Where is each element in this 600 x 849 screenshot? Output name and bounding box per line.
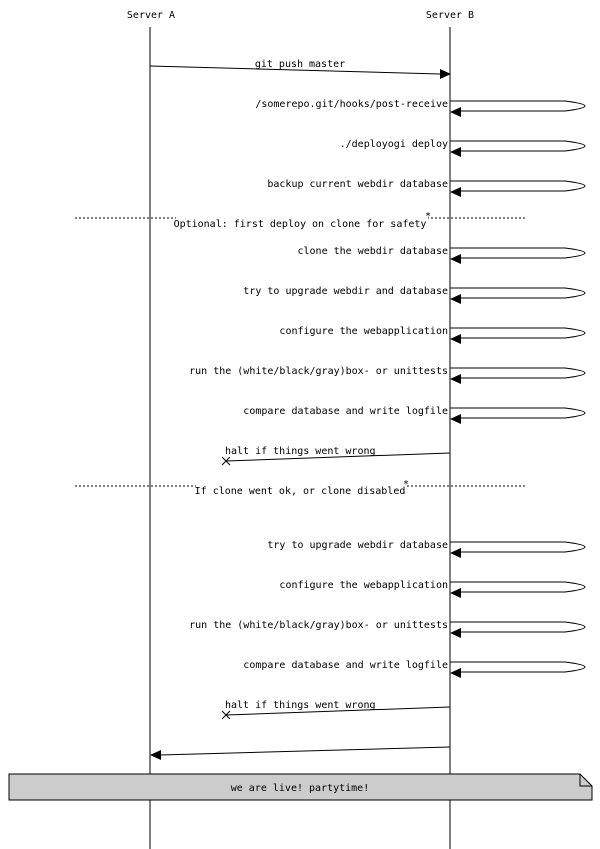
self-message-configure-live: configure the webapplication [279,580,586,598]
message-label: clone the webdir database [297,246,448,257]
note-live: we are live! partytime! [8,773,593,801]
separator-label: Optional: first deploy on clone for safe… [174,219,427,230]
separator-label: If clone went ok, or clone disabled [195,486,406,497]
message-label: backup current webdir database [267,179,448,190]
self-message-run-tests: run the (white/black/gray)box- or unitte… [189,366,586,384]
message-label: halt if things went wrong [225,446,376,457]
separator-optional-clone: Optional: first deploy on clone for safe… [75,211,525,230]
participant-server-a: Server A [127,10,175,21]
self-message-configure: configure the webapplication [279,326,586,344]
self-message-compare: compare database and write logfile [243,406,586,424]
message-label: configure the webapplication [279,326,448,337]
separator-marker: * [425,211,431,222]
self-message-upgrade-live: try to upgrade webdir database [267,540,586,558]
self-message-deploy: ./deployogi deploy [340,139,586,157]
message-git-push: git push master [149,59,451,79]
message-return [150,746,451,760]
message-label: compare database and write logfile [243,406,448,417]
message-label: try to upgrade webdir and database [243,286,448,297]
message-label: run the (white/black/gray)box- or unitte… [189,366,448,377]
message-label: ./deployogi deploy [340,139,448,150]
message-label: configure the webapplication [279,580,448,591]
separator-clone-ok: If clone went ok, or clone disabled * [75,479,525,497]
message-label: /somerepo.git/hooks/post-receive [255,99,448,110]
self-message-backup: backup current webdir database [267,179,586,197]
lost-message-halt-live: halt if things went wrong [221,700,451,720]
note-label: we are live! partytime! [231,783,369,794]
message-label: git push master [255,59,345,70]
lost-message-halt: halt if things went wrong [221,446,451,466]
self-message-run-tests-live: run the (white/black/gray)box- or unitte… [189,620,586,638]
self-message-clone: clone the webdir database [297,246,586,264]
self-message-compare-live: compare database and write logfile [243,660,586,678]
message-label: run the (white/black/gray)box- or unitte… [189,620,448,631]
self-message-upgrade: try to upgrade webdir and database [243,286,586,304]
separator-marker: * [403,479,409,490]
participant-server-b: Server B [426,10,474,21]
message-label: compare database and write logfile [243,660,448,671]
message-label: try to upgrade webdir database [267,540,448,551]
message-label: halt if things went wrong [225,700,376,711]
self-message-post-receive: /somerepo.git/hooks/post-receive [255,99,586,117]
